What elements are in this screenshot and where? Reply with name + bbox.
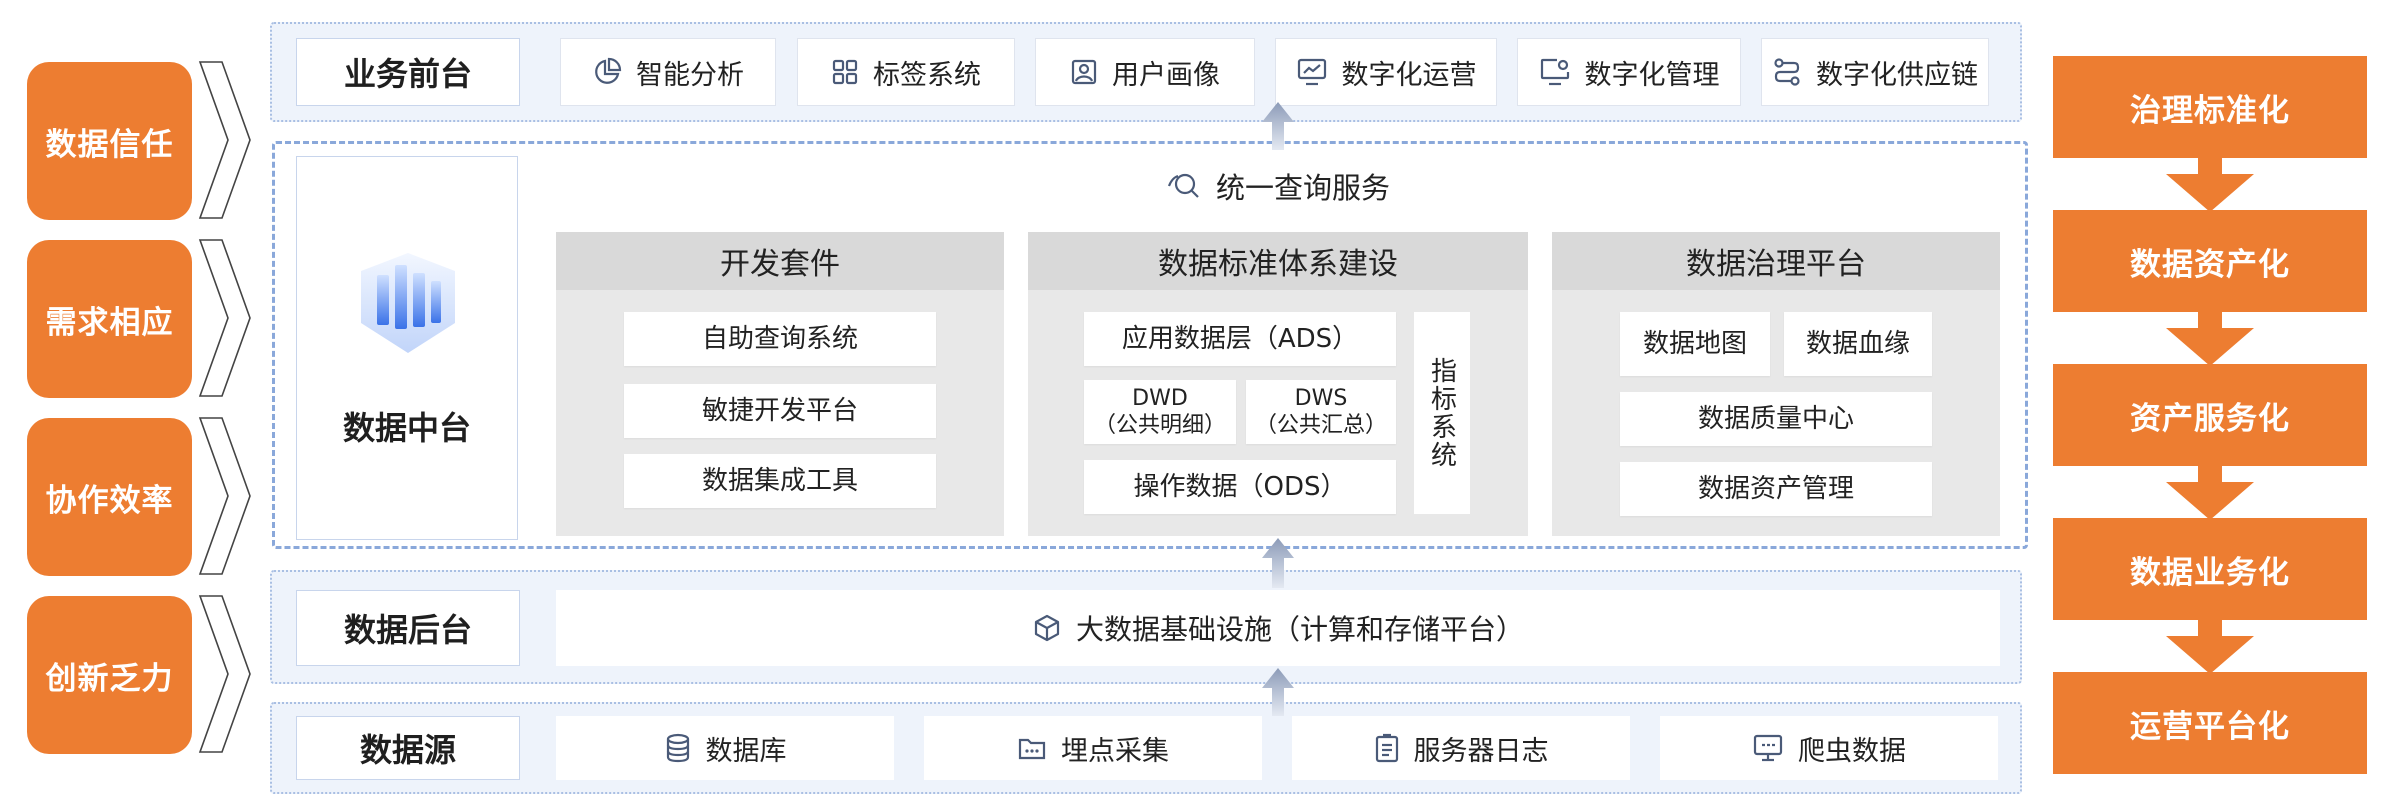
front-item-digital-supply-chain: 数字化供应链 <box>1761 38 1989 106</box>
source-layer-title: 数据源 <box>296 716 520 780</box>
monitor-icon <box>1752 733 1784 763</box>
layer-dwd: DWD （公共明细） <box>1084 380 1236 444</box>
source-database: 数据库 <box>556 716 894 780</box>
middle-layer-title: 数据中台 <box>342 409 471 447</box>
source-server-log: 服务器日志 <box>1292 716 1630 780</box>
unified-query-service: 统一查询服务 <box>556 158 2000 214</box>
dev-item-integration-tool: 数据集成工具 <box>624 454 936 508</box>
middle-layer-title-card: 数据中台 <box>296 156 518 540</box>
arrow-up-icon <box>1262 102 1294 150</box>
back-layer-title: 数据后台 <box>296 590 520 666</box>
label-demand-response: 需求相应 <box>27 240 192 398</box>
layer-ads: 应用数据层（ADS） <box>1084 312 1396 366</box>
monitor-gear-icon <box>1539 57 1571 87</box>
arrow-right-icon <box>198 239 251 397</box>
cube-icon <box>1032 613 1062 643</box>
bigdata-infra: 大数据基础设施（计算和存储平台） <box>556 590 2000 666</box>
indicator-system: 指标系统 <box>1414 312 1470 514</box>
arrow-down-icon <box>2166 620 2254 674</box>
layer-ods: 操作数据（ODS） <box>1084 460 1396 514</box>
left-arrows <box>198 61 251 753</box>
search-icon <box>1166 170 1202 202</box>
pie-chart-icon <box>592 57 622 87</box>
label-data-trust: 数据信任 <box>27 62 192 220</box>
governance-title: 数据治理平台 <box>1552 232 2000 290</box>
arrow-up-icon <box>1262 668 1294 716</box>
source-tracking: 埋点采集 <box>924 716 1262 780</box>
step-governance-standard: 治理标准化 <box>2053 56 2367 158</box>
label-collab-efficiency: 协作效率 <box>27 418 192 576</box>
gov-data-map: 数据地图 <box>1620 312 1770 376</box>
step-arrows <box>2166 158 2254 674</box>
arrow-right-icon <box>198 417 251 575</box>
step-operation-platform: 运营平台化 <box>2053 672 2367 774</box>
gov-asset-mgmt: 数据资产管理 <box>1620 462 1932 516</box>
step-data-assetization: 数据资产化 <box>2053 210 2367 312</box>
step-asset-service: 资产服务化 <box>2053 364 2367 466</box>
dev-item-agile-dev: 敏捷开发平台 <box>624 384 936 438</box>
source-crawler: 爬虫数据 <box>1660 716 1998 780</box>
monitor-chart-icon <box>1296 57 1328 87</box>
grid-icon <box>831 58 859 86</box>
step-data-business: 数据业务化 <box>2053 518 2367 620</box>
layer-dws: DWS （公共汇总） <box>1246 380 1396 444</box>
arrow-up-icon <box>1262 538 1294 588</box>
front-item-user-profile: 用户画像 <box>1035 38 1255 106</box>
arrow-down-icon <box>2166 312 2254 366</box>
dev-item-self-query: 自助查询系统 <box>624 312 936 366</box>
arrow-right-icon <box>198 595 251 753</box>
front-item-digital-ops: 数字化运营 <box>1275 38 1497 106</box>
front-layer-title: 业务前台 <box>296 38 520 106</box>
gov-quality-center: 数据质量中心 <box>1620 392 1932 446</box>
flow-icon <box>1772 57 1802 87</box>
front-item-smart-analysis: 智能分析 <box>560 38 776 106</box>
document-list-icon <box>1374 733 1400 763</box>
label-innovation-lack: 创新乏力 <box>27 596 192 754</box>
arrow-down-icon <box>2166 158 2254 212</box>
data-platform-logo-icon <box>361 253 455 353</box>
database-icon <box>664 733 692 763</box>
dev-suite-title: 开发套件 <box>556 232 1004 290</box>
arrow-down-icon <box>2166 466 2254 520</box>
front-item-tag-system: 标签系统 <box>797 38 1015 106</box>
front-item-digital-mgmt: 数字化管理 <box>1517 38 1741 106</box>
standard-title: 数据标准体系建设 <box>1028 232 1528 290</box>
folder-dots-icon <box>1017 734 1047 762</box>
gov-data-lineage: 数据血缘 <box>1784 312 1932 376</box>
flow-arrows <box>1262 102 1294 716</box>
user-profile-icon <box>1070 58 1098 86</box>
arrow-right-icon <box>198 61 251 219</box>
